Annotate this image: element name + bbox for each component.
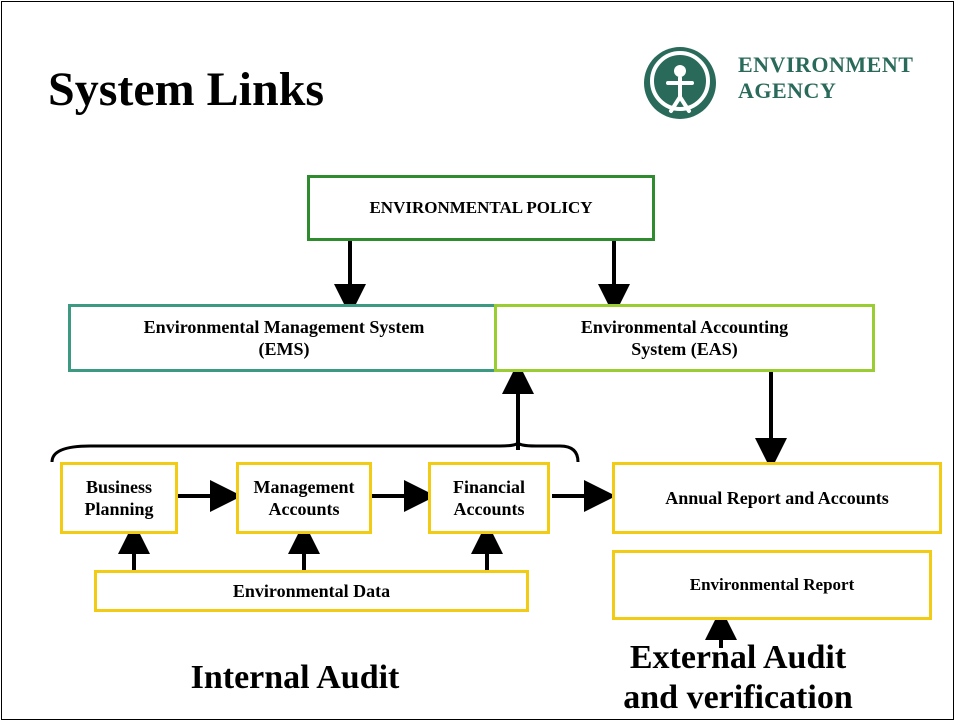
business-planning-label: Business Planning (84, 476, 154, 520)
ems-label: Environmental Management System (EMS) (143, 316, 425, 360)
eas-label: Environmental Accounting System (EAS) (580, 316, 789, 360)
environment-agency-logo (644, 47, 716, 119)
environmental-report-box: Environmental Report (612, 550, 932, 620)
environmental-report-label: Environmental Report (689, 575, 855, 595)
external-audit-label: External Audit and verification (623, 639, 853, 716)
logo-text-line1: ENVIRONMENT (738, 52, 914, 77)
environmental-policy-label: ENVIRONMENTAL POLICY (369, 198, 593, 218)
environmental-data-label: Environmental Data (232, 580, 391, 601)
annual-report-box: Annual Report and Accounts (612, 462, 942, 534)
curly-brace (50, 441, 580, 463)
management-accounts-box: Management Accounts (236, 462, 372, 534)
ems-box: Environmental Management System (EMS) (68, 304, 500, 372)
environmental-data-box: Environmental Data (94, 570, 529, 612)
eas-box: Environmental Accounting System (EAS) (494, 304, 875, 372)
annual-report-label: Annual Report and Accounts (665, 487, 889, 508)
financial-accounts-box: Financial Accounts (428, 462, 550, 534)
tree-figure-logo-icon (644, 47, 716, 119)
financial-accounts-label: Financial Accounts (452, 476, 525, 520)
logo-text-line2: AGENCY (738, 78, 837, 103)
slide-title: System Links (48, 63, 325, 116)
internal-audit-label: Internal Audit (190, 659, 400, 696)
management-accounts-label: Management Accounts (253, 476, 355, 520)
environmental-policy-box: ENVIRONMENTAL POLICY (307, 175, 655, 241)
logo-text: ENVIRONMENT AGENCY (738, 52, 913, 104)
business-planning-box: Business Planning (60, 462, 178, 534)
